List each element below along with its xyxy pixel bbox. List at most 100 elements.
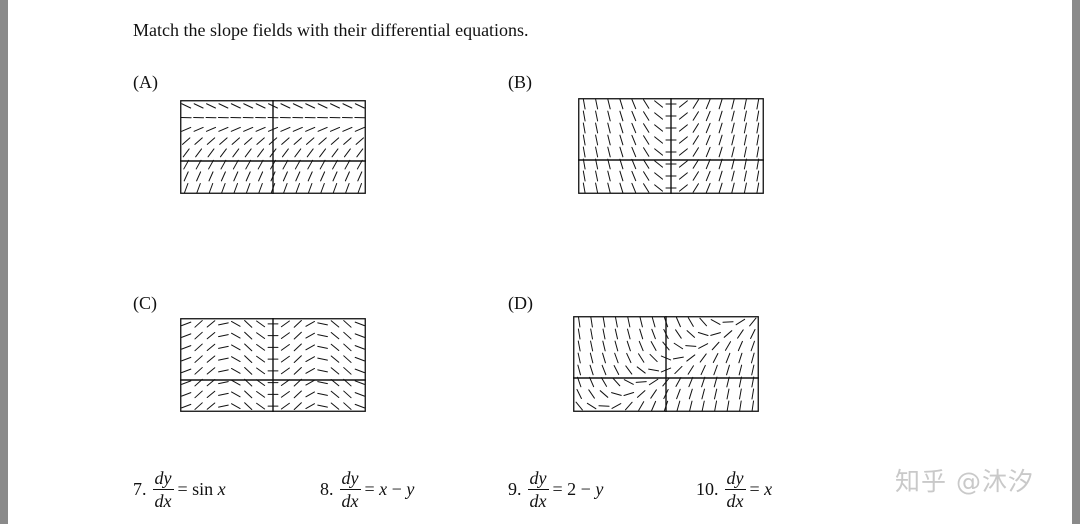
slope-segment (319, 159, 326, 170)
slope-segment (718, 98, 723, 110)
slope-segment (218, 404, 229, 408)
slope-segment (244, 148, 252, 158)
slope-segment (692, 183, 699, 193)
fraction-numerator: dy (339, 467, 361, 490)
slope-segment (614, 340, 619, 352)
slope-segment (678, 148, 688, 156)
slope-segment (673, 342, 684, 350)
fraction-denominator: dx (726, 490, 744, 511)
slope-segment (743, 134, 747, 146)
slope-segment (332, 171, 338, 182)
slope-segment (255, 103, 266, 109)
slope-segment (687, 317, 694, 327)
slope-segment (676, 400, 681, 412)
slope-segment (354, 345, 365, 350)
slope-segment (267, 126, 279, 132)
panel-d-label: (D) (508, 293, 533, 313)
slope-segment (281, 137, 290, 145)
slope-segment (692, 135, 699, 145)
slope-segment (181, 392, 192, 397)
slope-segment (626, 352, 632, 364)
slope-segment (699, 353, 707, 363)
slope-segment (590, 340, 594, 352)
slope-segment (307, 159, 314, 170)
slope-segment (711, 341, 720, 351)
slope-segment (292, 126, 303, 132)
equation-number: 9. (508, 478, 522, 499)
slope-segment (195, 148, 203, 158)
slope-segment (206, 367, 216, 375)
slope-segment (181, 380, 192, 385)
slope-segment (208, 182, 214, 194)
slope-segment (256, 367, 266, 375)
slope-segment (713, 376, 718, 388)
equation-8: 8. dy dx = x − y (320, 462, 414, 516)
slope-segment (635, 381, 647, 383)
slope-segment (676, 388, 681, 400)
slope-segment (280, 355, 290, 363)
slope-segment (356, 148, 364, 158)
slope-segment (688, 388, 693, 400)
slope-segment (654, 172, 664, 180)
equation-rhs: = 2 − y (553, 479, 604, 500)
slope-segment (643, 171, 650, 181)
slope-segment (607, 170, 611, 182)
document-page: Match the slope fields with their differ… (8, 0, 1072, 524)
slope-segment (678, 124, 688, 132)
slope-segment (756, 134, 760, 146)
slope-segment (710, 319, 721, 325)
slope-segment (713, 364, 718, 376)
slope-segment (623, 392, 635, 396)
slope-segment (208, 171, 214, 182)
slope-segment (663, 400, 669, 412)
slope-segment (662, 341, 670, 351)
slope-segment (208, 159, 214, 170)
slope-segment (244, 137, 253, 145)
slope-segment (195, 159, 202, 170)
slope-segment (675, 329, 682, 339)
slope-segment (607, 122, 611, 134)
slope-segment (317, 404, 328, 408)
slope-segment (678, 112, 688, 120)
slope-segment (343, 320, 352, 328)
slope-segment (705, 170, 711, 182)
slope-segment (183, 159, 190, 170)
slope-segment (750, 340, 755, 352)
equals-sign: = (364, 478, 380, 499)
slope-segment (643, 123, 650, 133)
slope-segment (595, 146, 599, 158)
slope-segment (194, 137, 203, 145)
slope-segment (601, 364, 607, 376)
slope-segment (750, 352, 755, 364)
slope-segment (221, 182, 226, 194)
slope-segment (330, 390, 340, 399)
slope-segment (648, 378, 659, 386)
slope-segment (607, 110, 611, 122)
slope-segment (756, 170, 760, 182)
slope-segment (743, 182, 747, 194)
slope-segment (614, 352, 619, 364)
slope-segment (270, 159, 276, 170)
slope-segment (293, 366, 302, 375)
slope-segment (294, 148, 302, 158)
slope-segment (319, 148, 327, 158)
equals-sign: = (177, 478, 193, 499)
slope-segment (194, 378, 203, 387)
slope-segment (230, 356, 241, 363)
slope-segment (631, 182, 637, 194)
slope-segment (582, 158, 586, 170)
slope-segment (743, 98, 747, 110)
slope-segment (663, 388, 669, 400)
slope-segment (631, 158, 637, 170)
slope-segment (654, 112, 664, 120)
slope-segment (678, 172, 688, 180)
slope-segment (705, 122, 711, 134)
slope-segment (280, 379, 290, 386)
slope-segment (611, 392, 622, 396)
panel-b-label: (B) (508, 72, 532, 92)
slope-segment (343, 148, 351, 158)
slope-segment (258, 171, 264, 182)
slope-segment (293, 319, 302, 328)
slope-segment (244, 355, 253, 364)
slope-segment (280, 103, 291, 109)
